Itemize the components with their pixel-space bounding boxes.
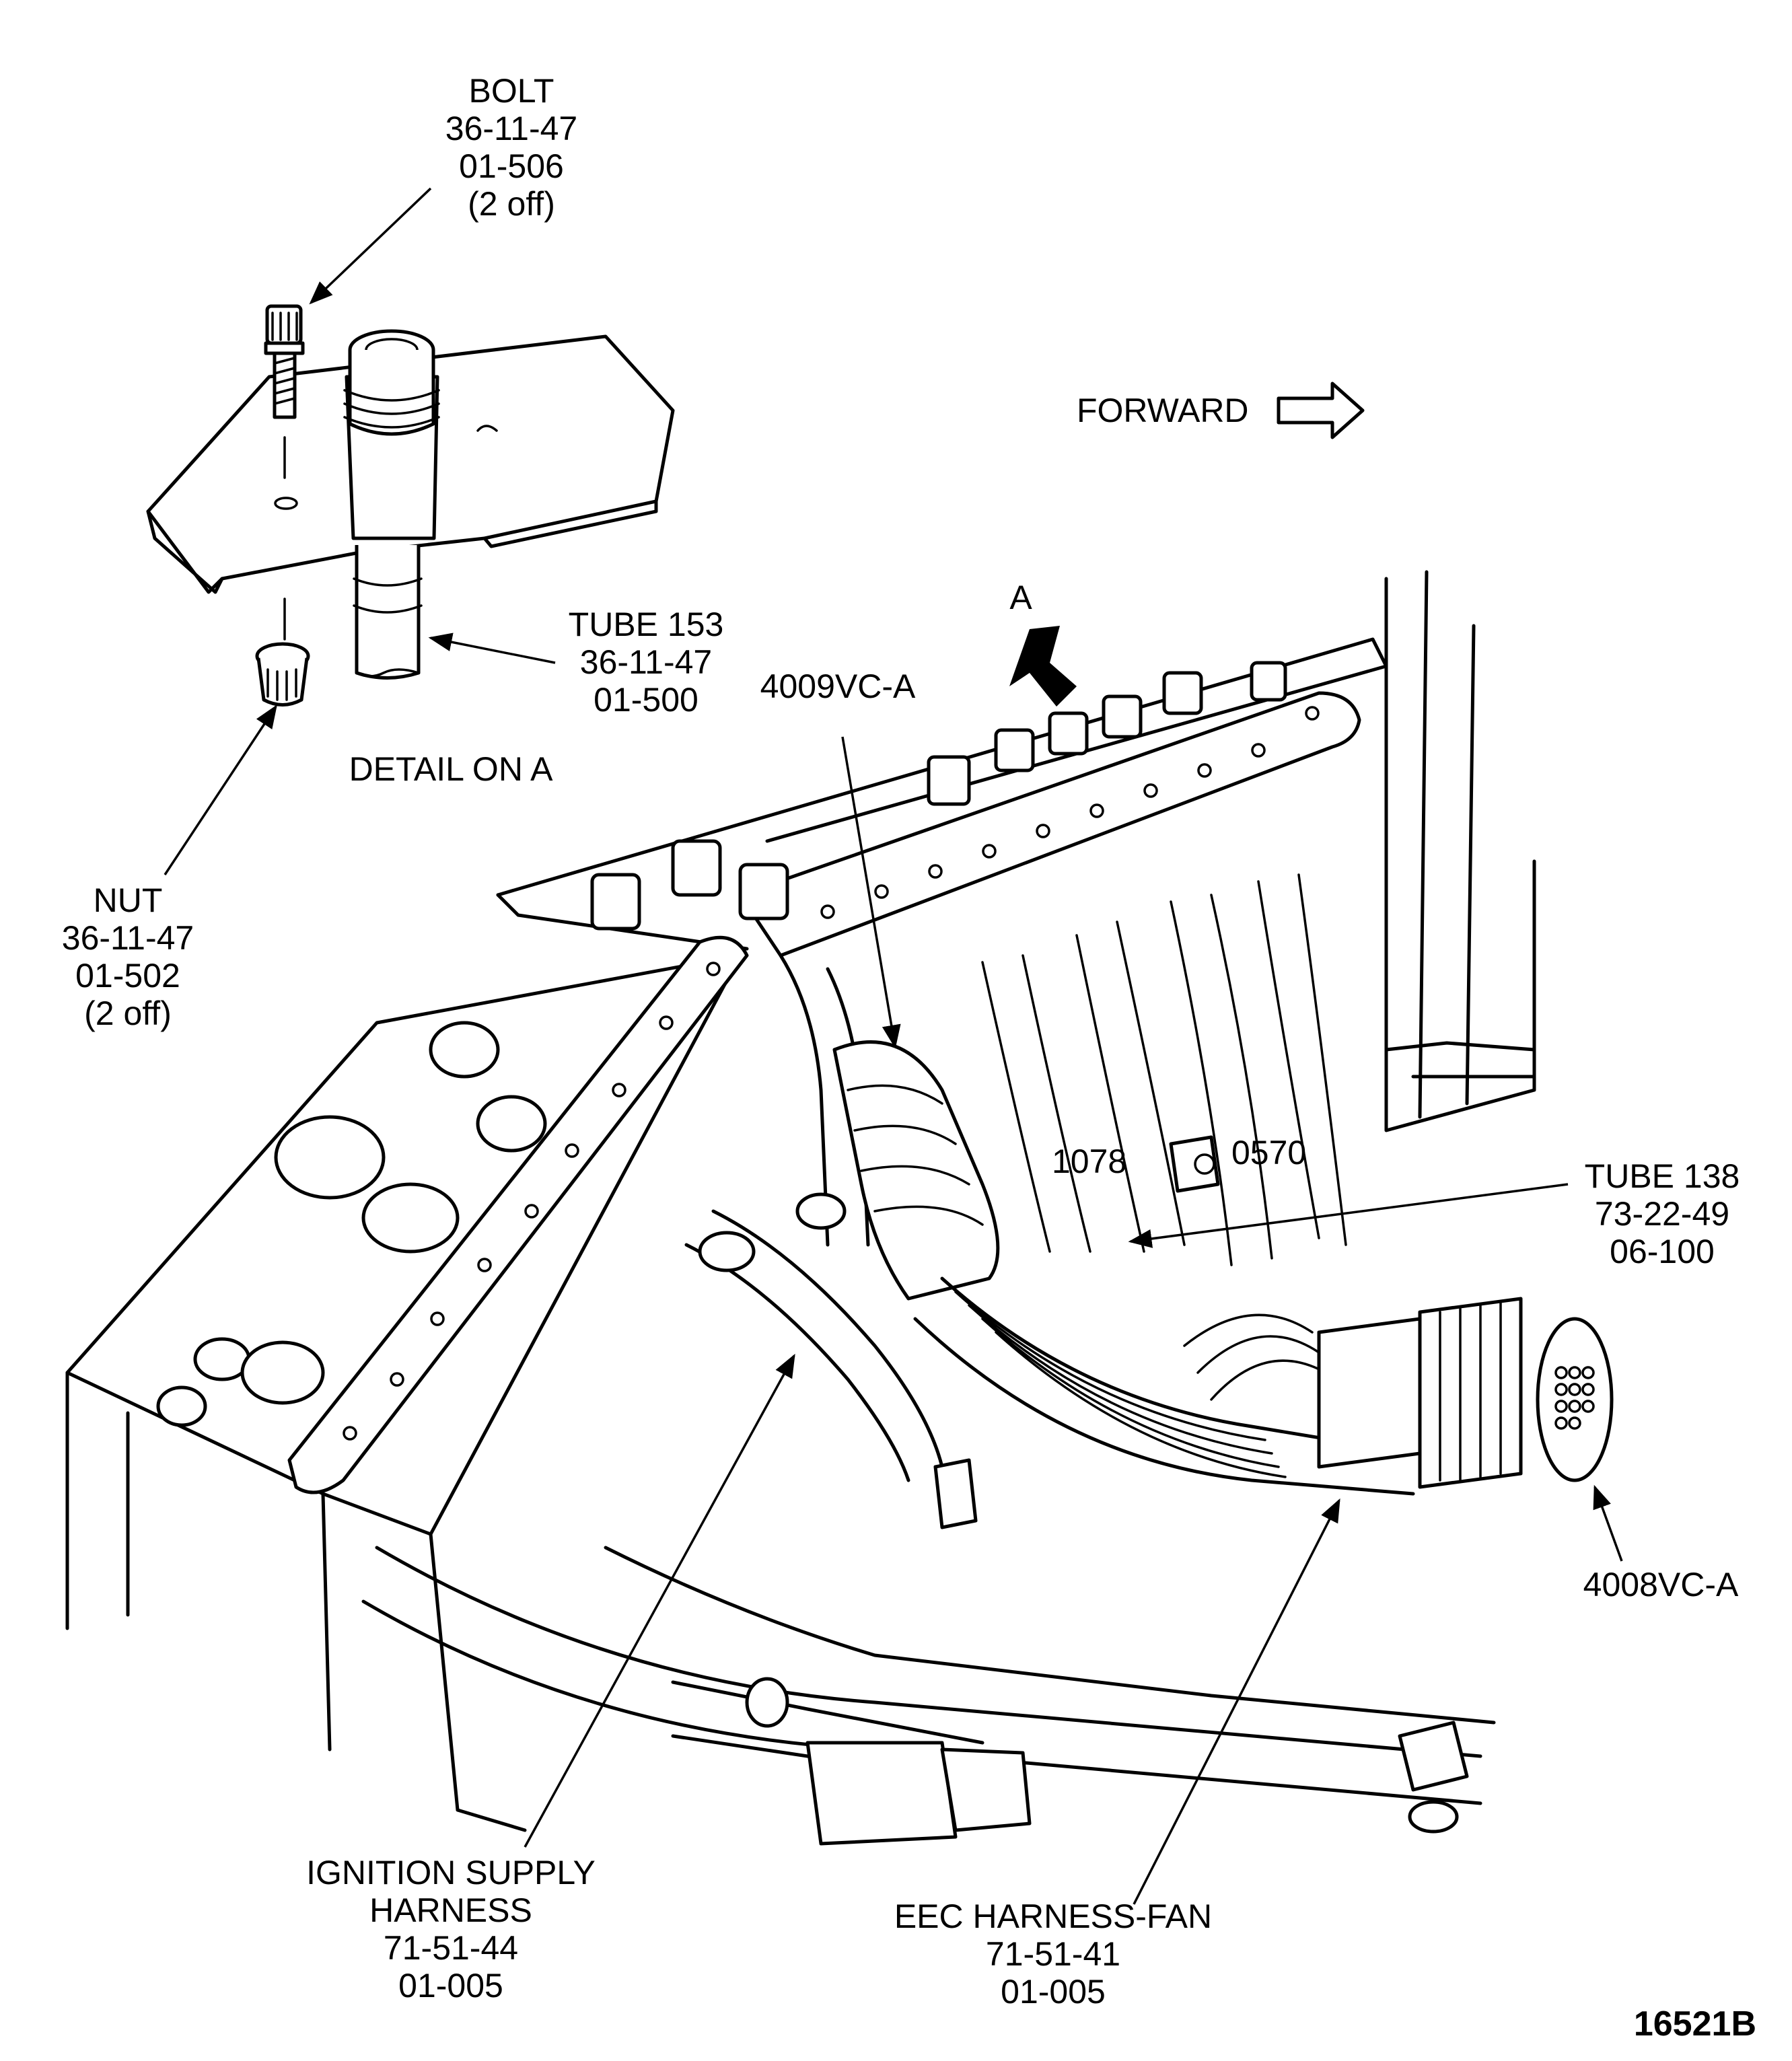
tube-153-part [343, 329, 440, 680]
bolt-label: BOLT 36-11-47 01-506 (2 off) [445, 72, 577, 223]
svg-text:EEC HARNESS-FAN: EEC HARNESS-FAN [894, 1897, 1212, 1935]
svg-text:(2 off): (2 off) [84, 995, 172, 1032]
svg-text:01-500: 01-500 [594, 681, 698, 719]
view-a-label: A [1009, 579, 1032, 616]
svg-text:BOLT: BOLT [469, 72, 554, 110]
svg-text:71-51-41: 71-51-41 [986, 1935, 1120, 1973]
leader-lines [164, 187, 1623, 1905]
connector-4009-label: 4009VC-A [760, 667, 916, 705]
tube-153-label: TUBE 153 36-11-47 01-500 [569, 606, 724, 719]
eec-harness-label: EEC HARNESS-FAN 71-51-41 01-005 [894, 1897, 1212, 2011]
ignition-harness-label: IGNITION SUPPLY HARNESS 71-51-44 01-005 [306, 1854, 596, 2004]
detail-a-illustration [146, 304, 675, 707]
main-engine-illustration [65, 570, 1614, 1846]
figure-number: 16521B [1634, 2004, 1756, 2044]
svg-text:06-100: 06-100 [1610, 1233, 1715, 1270]
svg-text:IGNITION SUPPLY: IGNITION SUPPLY [306, 1854, 596, 1891]
svg-text:36-11-47: 36-11-47 [445, 110, 577, 147]
svg-text:36-11-47: 36-11-47 [580, 643, 712, 681]
svg-text:TUBE 153: TUBE 153 [569, 606, 724, 643]
forward-label: FORWARD [1077, 392, 1249, 429]
svg-text:(2 off): (2 off) [468, 185, 555, 223]
svg-text:HARNESS: HARNESS [369, 1891, 532, 1929]
clip-1078-label: 1078 [1052, 1143, 1126, 1180]
detail-title: DETAIL ON A [349, 750, 554, 788]
tube-138-label: TUBE 138 73-22-49 06-100 [1585, 1157, 1740, 1270]
svg-text:01-005: 01-005 [1001, 1973, 1106, 2011]
connector-4008 [1317, 1297, 1614, 1489]
svg-text:71-51-44: 71-51-44 [384, 1929, 518, 1967]
bolt-part [264, 304, 305, 479]
svg-text:73-22-49: 73-22-49 [1595, 1195, 1729, 1233]
svg-text:01-005: 01-005 [398, 1967, 503, 2004]
svg-text:36-11-47: 36-11-47 [62, 919, 194, 957]
forward-arrow-icon [1277, 382, 1365, 439]
clip-0570-label: 0570 [1231, 1134, 1306, 1171]
svg-text:01-502: 01-502 [75, 957, 180, 995]
nut-label: NUT 36-11-47 01-502 (2 off) [62, 881, 194, 1032]
connector-4008-label: 4008VC-A [1583, 1566, 1739, 1603]
svg-text:01-506: 01-506 [459, 147, 564, 185]
nut-part [255, 598, 310, 707]
svg-text:NUT: NUT [94, 881, 163, 919]
view-a-arrow-icon [1009, 626, 1077, 707]
svg-text:TUBE 138: TUBE 138 [1585, 1157, 1740, 1195]
